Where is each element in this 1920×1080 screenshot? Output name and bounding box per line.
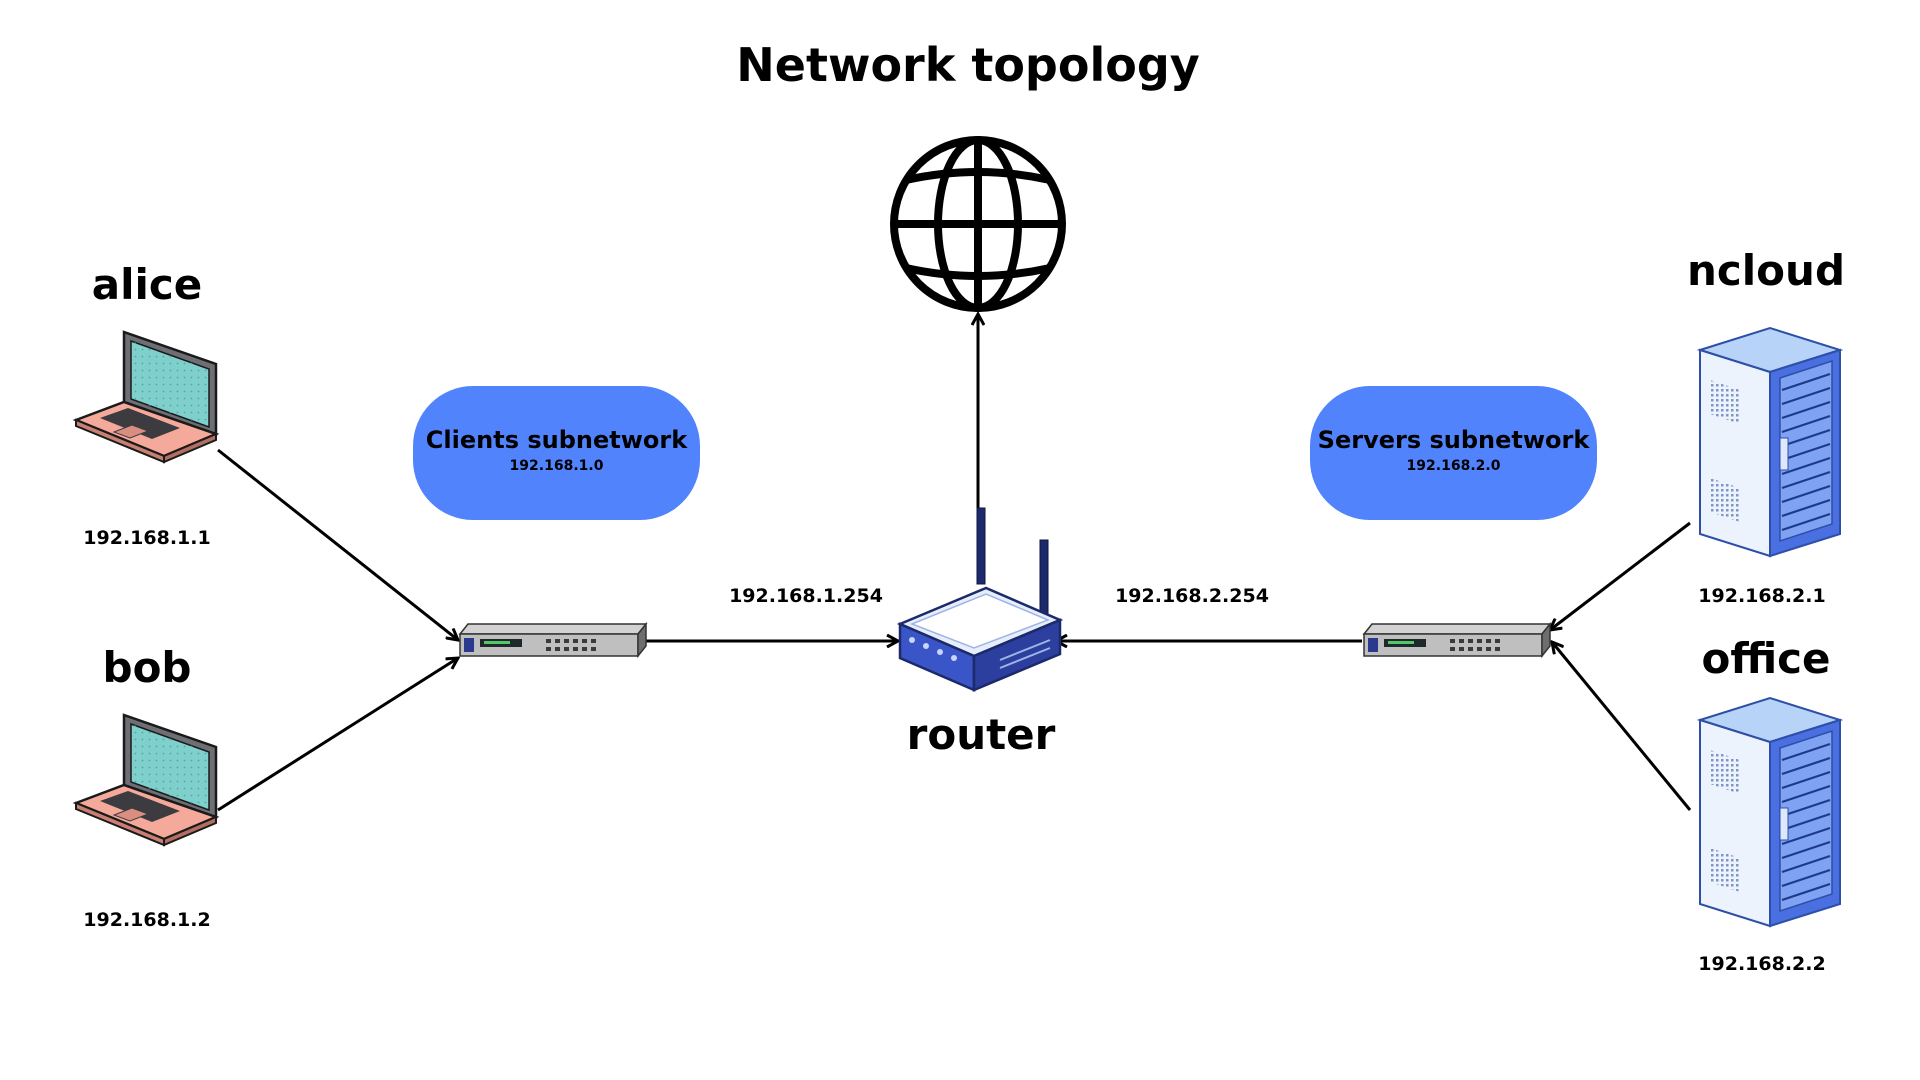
- network-switch-icon: [459, 623, 647, 657]
- server-ip-ncloud: 192.168.2.1: [1698, 585, 1826, 607]
- router-icon: [896, 507, 1064, 692]
- laptop-icon: [74, 330, 218, 464]
- link-office-to-servers-switch: [1552, 642, 1692, 811]
- router-servers-side-ip: 192.168.2.254: [1115, 585, 1269, 607]
- link-alice-to-clients-switch: [217, 448, 458, 640]
- server-rack-icon: [1698, 696, 1842, 928]
- laptop-icon: [74, 713, 218, 847]
- server-ip-office: 192.168.2.2: [1698, 953, 1826, 975]
- servers-subnet-address: 192.168.2.0: [1406, 458, 1501, 474]
- globe-icon: [890, 136, 1066, 312]
- client-name-alice: alice: [91, 260, 203, 309]
- page-title: Network topology: [736, 38, 1200, 92]
- client-ip-alice: 192.168.1.1: [83, 527, 211, 549]
- router-label: router: [906, 710, 1056, 759]
- clients-subnet-badge: Clients subnetwork 192.168.1.0: [413, 386, 700, 520]
- clients-subnet-name: Clients subnetwork: [425, 426, 688, 454]
- servers-subnet-badge: Servers subnetwork 192.168.2.0: [1310, 386, 1597, 520]
- server-rack-icon: [1698, 326, 1842, 558]
- servers-subnet-name: Servers subnetwork: [1317, 426, 1590, 454]
- server-name-ncloud: ncloud: [1686, 246, 1846, 295]
- client-ip-bob: 192.168.1.2: [83, 909, 211, 931]
- client-name-bob: bob: [102, 643, 192, 692]
- link-bob-to-clients-switch: [217, 658, 458, 812]
- server-name-office: office: [1701, 634, 1831, 683]
- network-switch-icon: [1363, 623, 1551, 657]
- clients-subnet-address: 192.168.1.0: [509, 458, 604, 474]
- link-ncloud-to-servers-switch: [1550, 521, 1691, 630]
- router-clients-side-ip: 192.168.1.254: [729, 585, 883, 607]
